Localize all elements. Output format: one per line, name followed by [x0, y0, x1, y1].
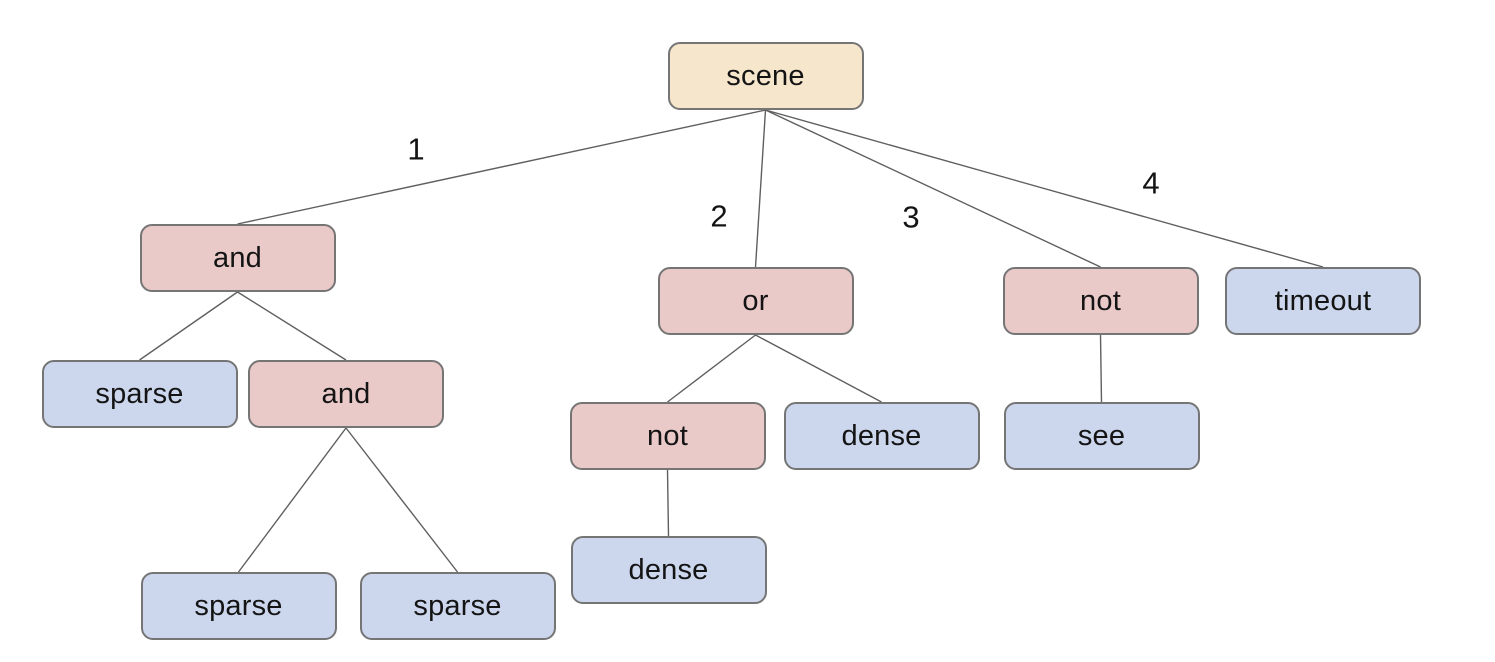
tree-edge-scene-to-not-1	[765, 109, 1101, 268]
tree-node-label: scene	[726, 59, 805, 92]
tree-node-sparse-1: sparse	[41, 360, 238, 428]
tree-edge-scene-to-or-1	[754, 109, 767, 268]
tree-node-label: not	[647, 419, 688, 452]
tree-node-and-1: and	[139, 224, 336, 292]
tree-node-label: sparse	[95, 377, 184, 410]
tree-edge-or-1-to-not-2	[667, 334, 756, 403]
tree-node-label: and	[213, 241, 262, 274]
tree-node-sparse-3: sparse	[359, 572, 556, 640]
tree-node-label: dense	[841, 419, 922, 452]
tree-node-scene: scene	[667, 42, 864, 110]
tree-edge-and-1-to-sparse-1	[139, 291, 238, 361]
tree-node-label: or	[742, 284, 769, 317]
tree-edge-or-1-to-dense-1	[755, 334, 882, 403]
tree-edge-scene-to-timeout-1	[765, 109, 1324, 268]
tree-node-and-2: and	[248, 360, 444, 428]
tree-node-timeout-1: timeout	[1225, 267, 1421, 335]
tree-node-label: see	[1077, 419, 1126, 452]
tree-edge-and-2-to-sparse-2	[237, 427, 347, 573]
tree-edge-scene-to-and-1	[237, 109, 766, 225]
tree-node-dense-1: dense	[783, 402, 980, 470]
edge-label-1: 1	[407, 131, 425, 167]
tree-node-label: sparse	[194, 589, 283, 622]
tree-node-dense-2: dense	[570, 536, 767, 604]
tree-node-or-1: or	[657, 267, 854, 335]
tree-edge-and-2-to-sparse-3	[345, 427, 459, 573]
edge-label-4: 4	[1142, 165, 1160, 201]
edge-label-3: 3	[902, 199, 920, 235]
edge-label-2: 2	[710, 198, 728, 234]
tree-edge-not-2-to-dense-2	[666, 469, 670, 537]
tree-node-sparse-2: sparse	[140, 572, 337, 640]
tree-node-label: timeout	[1274, 284, 1372, 317]
tree-node-label: sparse	[413, 589, 502, 622]
tree-node-not-1: not	[1002, 267, 1199, 335]
tree-node-label: and	[321, 377, 371, 410]
tree-node-label: not	[1080, 284, 1121, 317]
tree-node-not-2: not	[569, 402, 766, 470]
tree-node-see-1: see	[1003, 402, 1200, 470]
tree-edge-not-1-to-see-1	[1099, 334, 1103, 403]
tree-node-label: dense	[628, 553, 709, 586]
tree-edge-and-1-to-and-2	[237, 291, 347, 361]
